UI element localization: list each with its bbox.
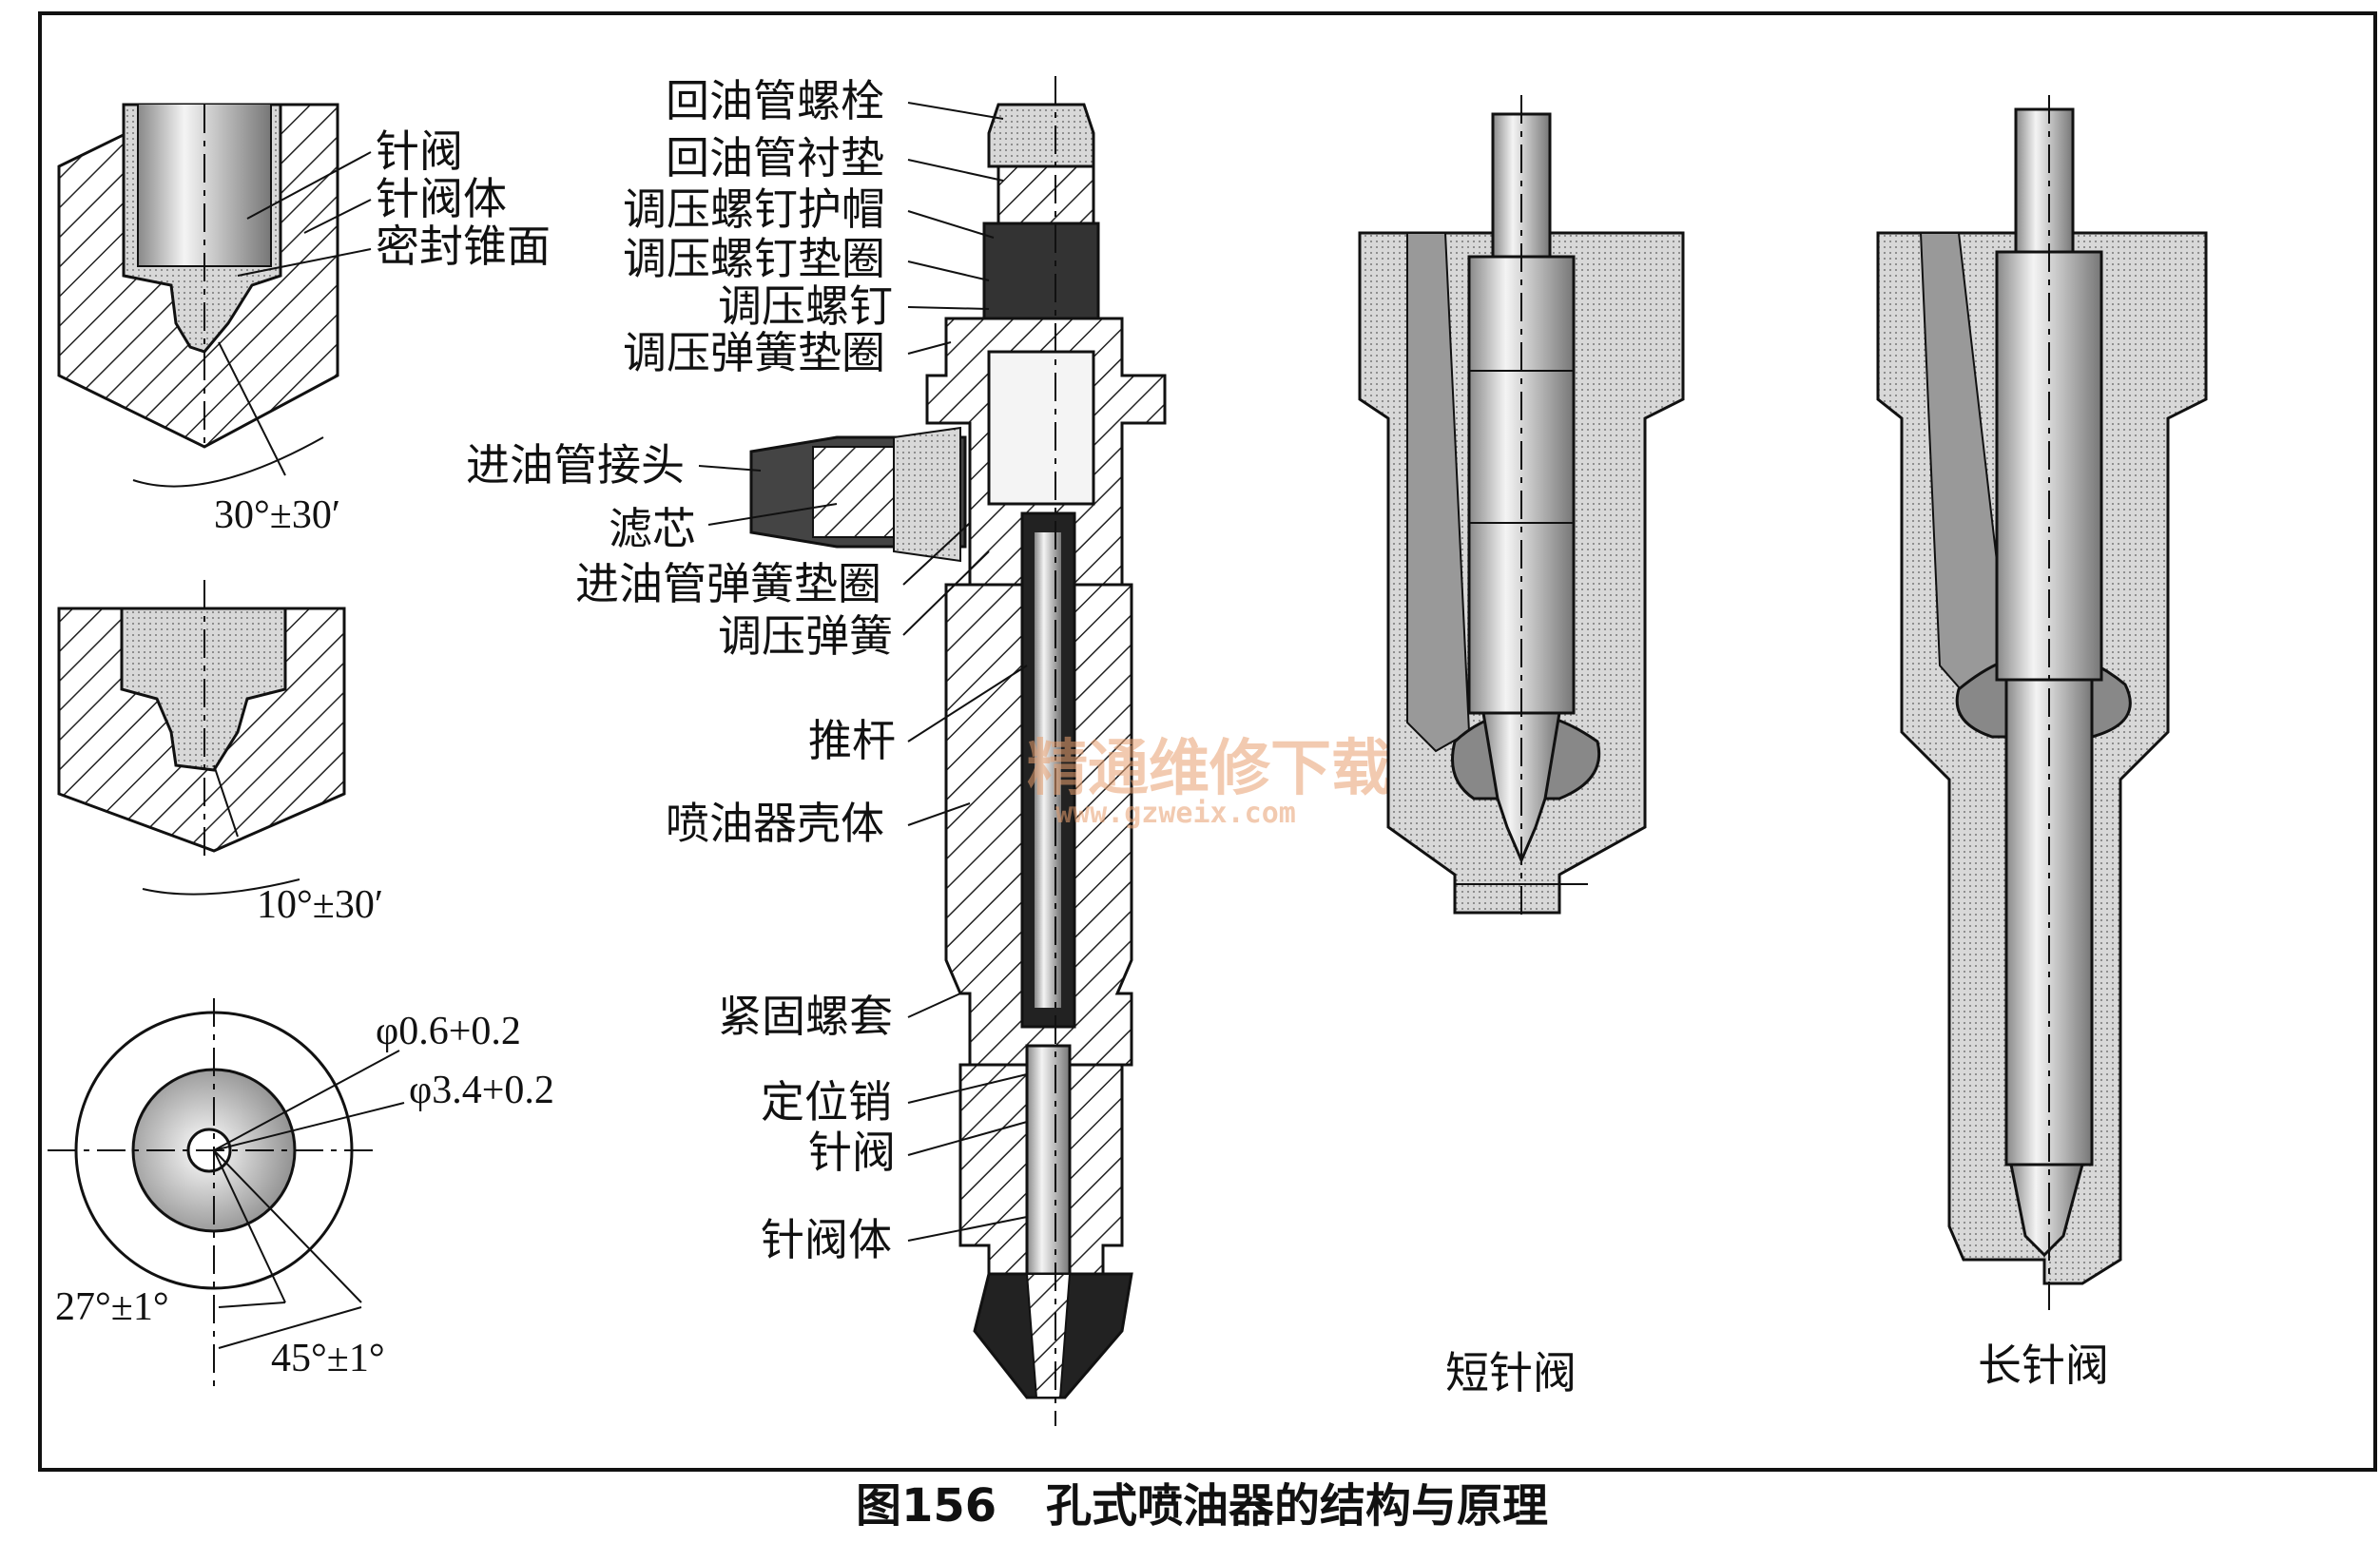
label-top-seal: 密封锥面	[376, 221, 551, 272]
frame-border	[38, 11, 2377, 1472]
label-angle-10: 10°±30′	[257, 883, 383, 927]
label-long-needle: 长针阀	[1978, 1340, 2109, 1391]
detail-view-bottom	[48, 998, 405, 1388]
long-needle-valve-diagram	[1876, 95, 2208, 1312]
detail-view-top	[57, 103, 339, 488]
label-dia-06: φ0.6+0.2	[376, 1010, 521, 1053]
watermark-text: 精通维修下载	[1027, 734, 1392, 804]
label-short-needle: 短针阀	[1445, 1347, 1577, 1398]
callouts-center	[698, 102, 1028, 1242]
label-top-needle: 针阀	[376, 125, 463, 177]
label-needle-body: 针阀体	[761, 1214, 892, 1265]
label-angle-30: 30°±30′	[214, 493, 340, 537]
detail-view-middle	[57, 580, 346, 896]
injector-body	[749, 76, 1167, 1426]
label-injector-housing: 喷油器壳体	[666, 798, 884, 849]
label-push-rod: 推杆	[808, 715, 896, 766]
label-top-body: 针阀体	[376, 173, 507, 224]
label-dia-34: φ3.4+0.2	[409, 1069, 554, 1112]
watermark-url: www.gzweix.com	[1055, 797, 1296, 830]
label-return-gasket: 回油管衬垫	[666, 132, 884, 183]
label-angle-45: 45°±1°	[271, 1337, 385, 1380]
label-screw-washer: 调压螺钉垫圈	[623, 233, 885, 284]
label-adjust-screw: 调压螺钉	[718, 280, 893, 332]
label-locating-pin: 定位销	[761, 1076, 892, 1128]
figure-title: 孔式喷油器的结构与原理	[1046, 1479, 1548, 1533]
label-adjust-spring: 调压弹簧	[718, 610, 893, 662]
label-needle-valve: 针阀	[808, 1127, 896, 1178]
label-spring-washer: 调压弹簧垫圈	[623, 327, 885, 378]
label-lock-nut: 紧固螺套	[718, 991, 893, 1042]
label-screw-cap: 调压螺钉护帽	[623, 183, 885, 235]
label-return-bolt: 回油管螺栓	[666, 75, 884, 126]
label-inlet-fitting: 进油管接头	[466, 439, 685, 491]
figure-number: 图156	[856, 1479, 997, 1533]
label-angle-27: 27°±1°	[55, 1285, 169, 1329]
label-inlet-spring-washer: 进油管弹簧垫圈	[575, 558, 881, 609]
label-filter: 滤芯	[609, 503, 696, 554]
short-needle-valve-diagram	[1358, 95, 1685, 922]
